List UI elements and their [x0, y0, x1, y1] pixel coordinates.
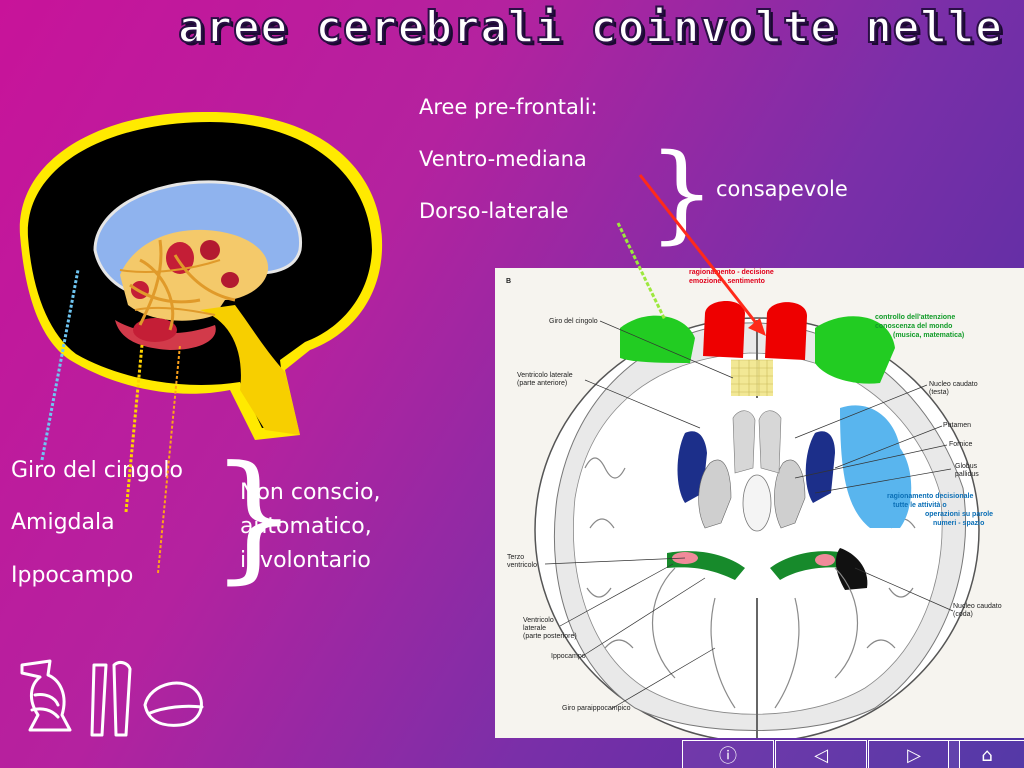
diagram-label-testa: (testa) [929, 389, 949, 396]
label-consapevole: consapevole [716, 177, 848, 201]
diagram-label-pallidus: pallidus [955, 471, 979, 478]
label-ventro-mediana: Ventro-mediana [419, 147, 587, 171]
slide-title: aree cerebrali coinvolte nelle emozioni [177, 1, 1024, 54]
diagram-ragionamento-3: operazioni su parole [925, 511, 994, 518]
diagram-label-ippocampo: Ippocampo [551, 653, 586, 660]
description-line: automatico, [240, 514, 372, 539]
diagram-label-nucleo-caudato-coda: Nucleo caudato [953, 603, 1002, 610]
info-icon: ⓘ [719, 746, 737, 767]
diagram-ragionamento-1: ragionamento decisionale [887, 493, 974, 500]
next-slide-button[interactable]: ▷ [868, 740, 960, 768]
diagram-label-ventricolo: ventricolo [507, 562, 537, 569]
hieroglyph-decoration [20, 659, 204, 737]
label-amigdala: Amigdala [11, 510, 115, 535]
next-icon: ▷ [907, 744, 921, 766]
label-giro-del-cingolo: Giro del cingolo [11, 458, 183, 483]
diagram-label-parte-posteriore: (parte posteriore) [523, 633, 577, 640]
diagram-label-coda: (coda) [953, 611, 973, 618]
description-line: Non conscio, [240, 480, 381, 505]
diagram-label-ventricolo-laterale: Ventricolo laterale [517, 372, 573, 379]
diagram-label-ventricolo-2: Ventricolo [523, 617, 554, 624]
diagram-label-putamen: Putamen [943, 422, 972, 429]
diagram-label-laterale: laterale [523, 625, 546, 632]
diagram-label-terzo: Terzo [507, 554, 525, 561]
label-aree-pre-frontali: Aree pre-frontali: [419, 95, 598, 119]
diagram-label-fornice: Fornice [949, 441, 973, 448]
diagram-label-nucleo-caudato-testa: Nucleo caudato [929, 381, 978, 388]
diagram-header-red-2: emozione - sentimento [689, 278, 765, 285]
diagram-ragionamento-2: tutte le attività o [893, 502, 947, 509]
diagram-ragionamento-4: numeri - spazio [933, 520, 985, 527]
diagram-label-giro-paraippocampico: Giro paraippocampico [562, 705, 631, 712]
right-curly-brace: } [648, 131, 716, 254]
left-curly-brace: } [210, 436, 298, 597]
prev-slide-button[interactable]: ◁ [775, 740, 867, 768]
diagram-controllo-1: controllo dell'attenzione [875, 314, 956, 321]
diagram-controllo-2: conoscenza del mondo [875, 323, 953, 330]
label-dorso-laterale: Dorso-laterale [419, 199, 569, 223]
prev-icon: ◁ [814, 744, 828, 766]
diagram-label-giro-cingolo: Giro del cingolo [549, 318, 598, 325]
home-icon: ⌂ [981, 744, 993, 766]
info-nav-button[interactable]: ⓘ [682, 740, 774, 768]
sagittal-brain-illustration [19, 111, 383, 441]
axial-brain-diagram: B ragionamento - decisione emozione - se… [495, 268, 1024, 738]
home-button[interactable]: ⌂ [948, 740, 1024, 768]
diagram-controllo-3: (musica, matematica) [893, 332, 965, 339]
diagram-label-parte-anteriore: (parte anteriore) [517, 380, 568, 387]
label-ippocampo: Ippocampo [11, 563, 134, 588]
description-line: involontario [240, 548, 371, 573]
diagram-label-globus: Globus [955, 463, 978, 470]
non-conscious-description: Non conscio, automatico, involontario [240, 476, 380, 578]
diagram-letter: B [506, 278, 512, 285]
diagram-header-red-1: ragionamento - decisione [689, 269, 774, 276]
